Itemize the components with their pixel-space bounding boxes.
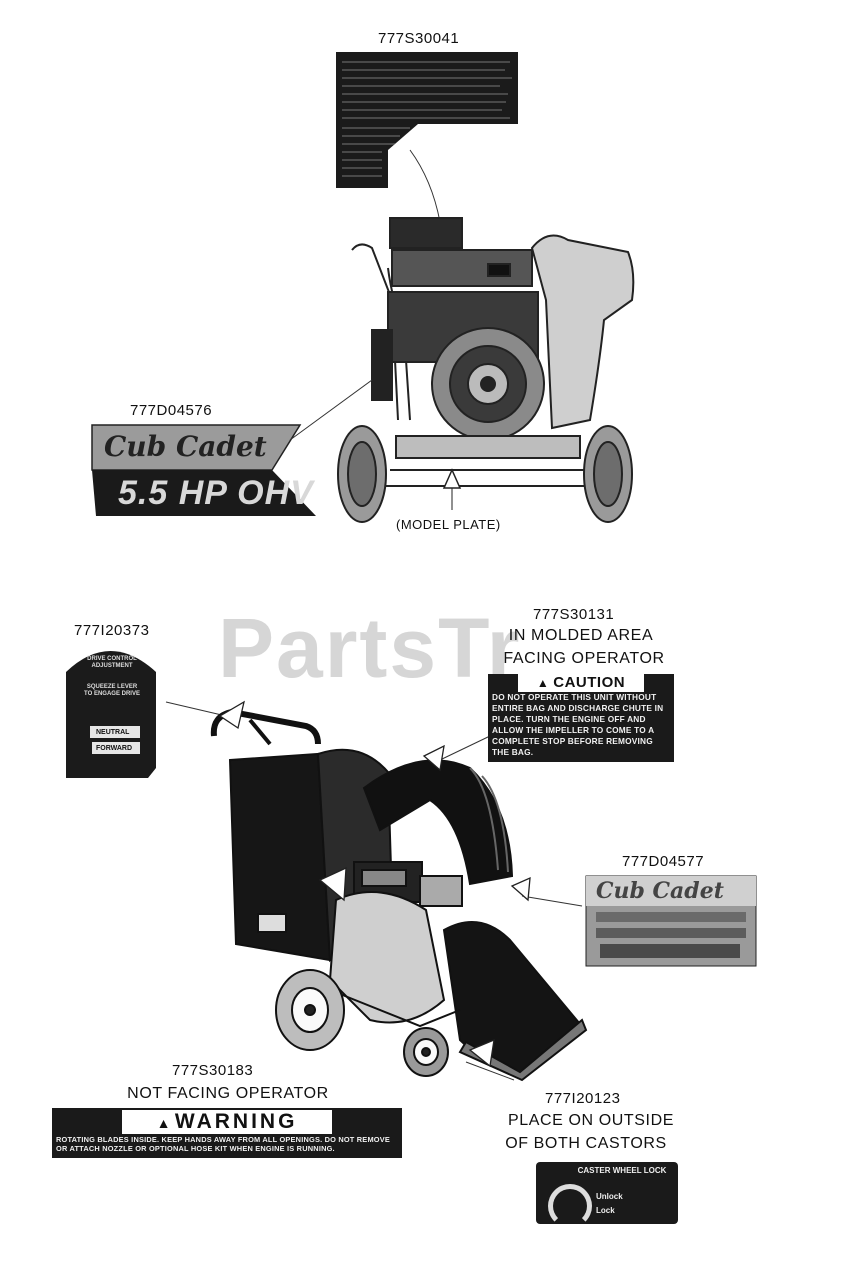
castor-placement-note-2: OF BOTH CASTORS	[505, 1135, 667, 1152]
caution-placement-note-1: IN MOLDED AREA	[508, 627, 654, 644]
logo-decal-777D04576	[91, 424, 316, 516]
part-number-777I20123: 777I20123	[545, 1090, 621, 1107]
warning-text: ROTATING BLADES INSIDE. KEEP HANDS AWAY …	[56, 1135, 391, 1153]
drive-forward-label: FORWARD	[96, 745, 133, 752]
part-number-777S30183: 777S30183	[172, 1062, 254, 1079]
caution-text: DO NOT OPERATE THIS UNIT WITHOUT ENTIRE …	[492, 692, 664, 757]
front-wheels	[337, 425, 633, 523]
caution-decal-777S30131: ▲ CAUTION DO NOT OPERATE THIS UNIT WITHO…	[488, 674, 674, 762]
decal-text-lines	[342, 61, 512, 177]
part-number-777I20373: 777I20373	[74, 622, 150, 639]
engine-hp-text: 5.5 HP OHV	[118, 474, 314, 512]
castor-decal-777I20123: CASTER WHEEL LOCK Unlock Lock	[536, 1162, 678, 1228]
model-plate-label: (MODEL PLATE)	[396, 517, 501, 532]
castor-decal-title: CASTER WHEEL LOCK	[577, 1166, 667, 1175]
warning-title: WARNING	[174, 1110, 298, 1133]
side-brand-logo-text: Cub Cadet	[596, 878, 724, 904]
brand-logo-text: Cub Cadet	[104, 430, 267, 463]
drive-decal-line1: DRIVE CONTROL ADJUSTMENT	[87, 656, 137, 669]
drive-neutral-label: NEUTRAL	[96, 729, 130, 736]
decal-location-arrows	[218, 700, 531, 1068]
side-logo-decal-777D04577	[585, 875, 757, 967]
drive-decal-line2: SQUEEZE LEVER TO ENGAGE DRIVE	[84, 684, 140, 697]
part-number-777S30041: 777S30041	[378, 30, 460, 47]
warning-decal-777S30183: ▲ WARNING ROTATING BLADES INSIDE. KEEP H…	[52, 1108, 402, 1158]
warning-triangle-icon: ▲	[156, 1115, 171, 1131]
vacuum-front-view	[351, 217, 635, 487]
part-number-777D04577: 777D04577	[622, 853, 705, 870]
castor-placement-note-1: PLACE ON OUTSIDE	[507, 1112, 675, 1129]
part-number-777D04576: 777D04576	[130, 402, 213, 419]
part-number-777S30131: 777S30131	[533, 606, 615, 623]
castor-lock-arc-icon	[548, 1184, 592, 1228]
warning-placement-note: NOT FACING OPERATOR	[127, 1085, 329, 1102]
parts-tree-watermark: PartsTr	[218, 601, 522, 695]
caution-placement-note-2: FACING OPERATOR	[503, 650, 665, 667]
iso-wheels	[275, 969, 449, 1077]
caution-title: CAUTION	[553, 674, 626, 691]
caution-triangle-icon: ▲	[536, 676, 549, 690]
castor-unlock-label: Unlock	[596, 1192, 623, 1201]
drive-decal-shape	[66, 651, 156, 778]
castor-lock-label: Lock	[596, 1206, 615, 1215]
vacuum-iso-view	[210, 708, 588, 1082]
